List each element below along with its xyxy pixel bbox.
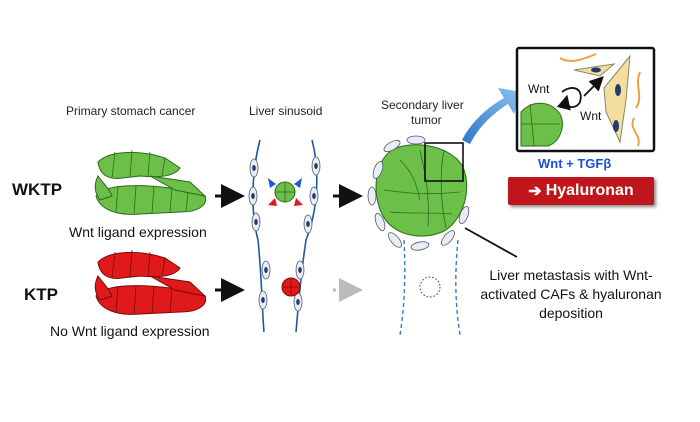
zoom-arrow xyxy=(462,88,522,144)
header-tumor: tumor xyxy=(411,113,442,127)
wktp-primary-tumor xyxy=(94,149,207,215)
secondary-liver-tumor xyxy=(367,135,470,251)
inset-wnt-left: Wnt xyxy=(528,82,550,96)
ktp-primary-tumor xyxy=(94,249,207,315)
header-secondary-liver: Secondary liver xyxy=(381,98,464,112)
inset-panel xyxy=(515,46,656,153)
hyaluronan-label: Hyaluronan xyxy=(545,182,634,199)
note-pointer-line xyxy=(464,227,518,258)
header-primary-stomach-cancer: Primary stomach cancer xyxy=(66,104,196,118)
row-label-wktp: WKTP xyxy=(12,180,63,199)
caption-wnt-ligand-expression: Wnt ligand expression xyxy=(69,224,207,240)
ktp-secondary-empty-sinusoid xyxy=(399,239,461,336)
hyaluronan-badge: ➔ Hyaluronan xyxy=(508,177,654,205)
zoom-selection-box xyxy=(424,142,464,182)
right-arrow-icon: ➔ xyxy=(528,183,542,200)
metastasis-note: Liver metastasis with Wnt- activated CAF… xyxy=(476,266,666,323)
ktp-absent-cluster xyxy=(419,276,441,298)
header-liver-sinusoid: Liver sinusoid xyxy=(249,104,323,118)
ktp-cluster-in-sinusoid xyxy=(281,277,301,297)
sinusoid-nuclei xyxy=(251,163,318,305)
note-line-3: deposition xyxy=(539,305,603,321)
inset-wnt-right: Wnt xyxy=(580,109,602,123)
note-line-1: Liver metastasis with Wnt- xyxy=(489,267,653,283)
wktp-cluster-in-sinusoid xyxy=(268,178,303,206)
row-label-ktp: KTP xyxy=(24,285,58,304)
note-line-2: activated CAFs & hyaluronan xyxy=(480,286,662,302)
signal-label: Wnt + TGFβ xyxy=(538,156,612,171)
caption-no-wnt-ligand-expression: No Wnt ligand expression xyxy=(50,323,210,339)
